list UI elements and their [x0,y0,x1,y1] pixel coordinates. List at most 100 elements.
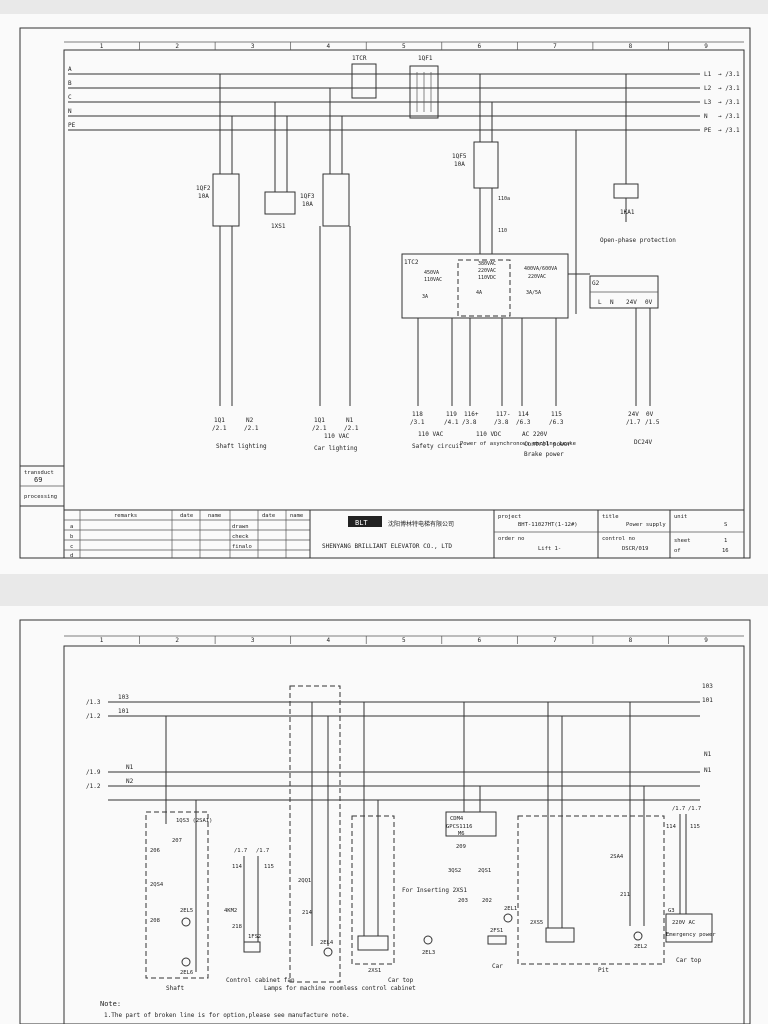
svg-text:DC24V: DC24V [634,439,652,446]
svg-text:/1.7: /1.7 [256,848,269,854]
svg-text:/1.7: /1.7 [672,806,685,812]
svg-text:110 VAC: 110 VAC [324,433,350,440]
main-transformer: 1TCR [351,55,377,99]
svg-text:115: 115 [264,864,274,870]
drawing-note: Note: 1.The part of broken line is for o… [100,1000,350,1019]
svg-text:119: 119 [446,411,457,418]
svg-text:2EL4: 2EL4 [320,940,334,946]
svg-text:206: 206 [150,848,160,854]
svg-text:GPCS1116: GPCS1116 [446,824,473,830]
svg-text:218: 218 [232,924,242,930]
svg-text:24V: 24V [626,299,637,306]
bus-ref-right: → /3.1 [718,71,740,78]
svg-text:220VAC: 220VAC [528,274,546,280]
bus-ref-right: → /3.1 [718,85,740,92]
main-breaker-1qf1: 1QF1 [409,55,439,119]
svg-text:N2: N2 [126,778,134,785]
column-number: 7 [553,43,557,50]
svg-text:101: 101 [702,697,713,704]
shaft-lighting-circuit: 1QS3 (2SA1) 206 207 2QS4 208 2EL5 2EL6 S… [145,716,212,992]
svg-text:1TCR: 1TCR [352,55,367,62]
svg-text:project: project [498,514,521,520]
svg-text:116+: 116+ [464,411,479,418]
svg-text:103: 103 [702,683,713,690]
svg-text:Pit: Pit [598,967,609,974]
column-number: 1 [100,637,104,644]
svg-text:114: 114 [518,411,529,418]
brand-logo: BLT [355,519,368,527]
lighting-bus [108,701,700,801]
column-number: 3 [251,43,255,50]
svg-text:沈阳博林特电梯有限公司: 沈阳博林特电梯有限公司 [388,520,454,528]
svg-text:d: d [70,553,73,559]
column-number: 4 [326,43,330,50]
svg-text:Power of asynchronous machine: Power of asynchronous machine brake [460,441,576,447]
svg-text:2EL3: 2EL3 [422,950,435,956]
bus-right-labels: 103 101 N1 N1 [702,683,713,774]
svg-text:title: title [602,514,619,520]
svg-text:N1: N1 [704,751,712,758]
control-cabinet-fan-circuit: /1.7 /1.7 114 115 4KM2 218 1FS2 Control … [224,848,295,984]
svg-text:10A: 10A [302,201,313,208]
svg-text:AC 220V: AC 220V [522,431,548,438]
svg-text:/1.7: /1.7 [626,419,641,426]
svg-text:110: 110 [498,228,507,234]
svg-text:2FS1: 2FS1 [490,928,503,934]
bus-left-labels: /1.3 /1.2 /1.9 /1.2 103 101 N1 N2 [86,694,134,790]
svg-text:1QF3: 1QF3 [300,193,315,200]
title-block: remarks date name date name a b c d draw… [63,509,745,559]
bus-label-right: L3 [704,99,712,106]
svg-text:date: date [262,513,275,519]
bus-label-left: N [68,108,72,115]
car-top-socket: 2XS1 Car top [351,702,414,984]
svg-text:114: 114 [666,824,677,830]
column-number: 2 [175,637,179,644]
column-number: 8 [629,43,633,50]
svg-text:Car top: Car top [388,977,414,984]
svg-text:Shaft: Shaft [166,985,184,992]
svg-text:1QF1: 1QF1 [418,55,433,62]
svg-text:b: b [70,534,73,540]
svg-text:DSCR/019: DSCR/019 [622,546,649,552]
svg-text:208: 208 [150,918,160,924]
side-processing-block: transduct 69 processing [19,465,65,507]
svg-text:control no: control no [602,536,635,542]
svg-text:unit: unit [674,514,687,520]
bus-label-right: PE [704,127,712,134]
svg-text:finalo: finalo [232,544,252,550]
svg-text:115: 115 [551,411,562,418]
svg-text:drawn: drawn [232,524,249,530]
bottom-terminals: 1Q1 N2 1Q1 N1 118 119 116+ 117- 114 115 … [212,411,660,432]
svg-text:209: 209 [456,844,466,850]
svg-text:Control power: Control power [524,441,571,448]
svg-text:110VAC: 110VAC [424,277,442,283]
svg-text:110a: 110a [498,196,510,202]
svg-text:1KA1: 1KA1 [620,209,635,216]
column-number: 6 [478,637,482,644]
svg-text:10A: 10A [454,161,465,168]
svg-text:2QS1: 2QS1 [478,868,491,874]
column-number: 9 [704,43,708,50]
svg-text:115: 115 [690,824,700,830]
svg-text:Shaft lighting: Shaft lighting [216,443,267,450]
bus-label-left: A [68,66,72,73]
svg-text:L: L [598,299,602,306]
svg-text:Power supply: Power supply [626,522,666,528]
svg-text:N1: N1 [126,764,134,771]
svg-text:110 VAC: 110 VAC [418,431,444,438]
svg-text:/4.1: /4.1 [444,419,459,426]
svg-text:G2: G2 [592,280,600,287]
svg-text:/1.5: /1.5 [645,419,660,426]
column-number: 4 [326,637,330,644]
column-number: 5 [402,637,406,644]
svg-text:transduct: transduct [24,470,54,476]
svg-text:118: 118 [412,411,423,418]
svg-text:450VA: 450VA [424,270,439,276]
svg-text:S: S [724,522,727,528]
svg-text:Lift 1-: Lift 1- [538,546,561,552]
svg-text:220VAC: 220VAC [478,268,496,274]
breaker-shaft-lighting: 1QF2 10A [196,74,240,406]
svg-text:/3.1: /3.1 [410,419,425,426]
